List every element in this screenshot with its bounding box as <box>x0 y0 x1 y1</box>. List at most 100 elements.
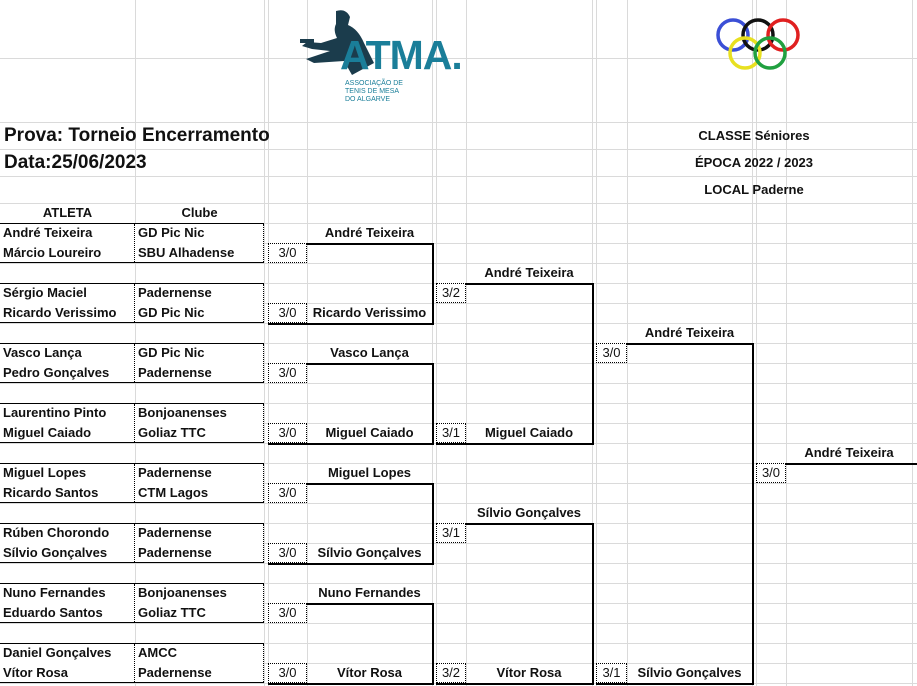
match-pair <box>0 583 264 623</box>
player-club: AMCC <box>138 645 177 660</box>
class-label: CLASSE Séniores <box>698 128 810 143</box>
match-pair <box>0 343 264 383</box>
gridline <box>756 0 757 686</box>
gridline <box>786 0 787 686</box>
gridline <box>268 0 269 686</box>
match-score[interactable]: 3/2 <box>436 283 466 303</box>
gridline <box>0 503 917 504</box>
bracket-line <box>436 443 594 445</box>
match-winner: André Teixeira <box>324 225 415 240</box>
match-score[interactable]: 3/0 <box>268 303 307 323</box>
gridline <box>0 203 917 204</box>
match-score[interactable]: 3/0 <box>268 663 307 683</box>
gridline <box>0 563 917 564</box>
match-score[interactable]: 3/0 <box>268 243 307 263</box>
match-score[interactable]: 3/1 <box>596 663 627 683</box>
bracket-line <box>268 563 434 565</box>
bracket-line <box>307 363 434 365</box>
logo-subtitle-line: DO ALGARVE <box>345 96 391 103</box>
logo-subtitle-line: ASSOCIAÇÃO DE <box>345 80 403 87</box>
player-name[interactable]: Laurentino Pinto <box>3 405 107 420</box>
match-winner: Sílvio Gonçalves <box>317 545 422 560</box>
player-club: SBU Alhadense <box>138 245 235 260</box>
match-score[interactable]: 3/0 <box>268 603 307 623</box>
olympic-rings-icon <box>716 18 800 70</box>
match-winner: Sílvio Gonçalves <box>637 665 742 680</box>
player-name[interactable]: Eduardo Santos <box>3 605 103 620</box>
location-label: LOCAL Paderne <box>704 182 804 197</box>
player-name[interactable]: Márcio Loureiro <box>3 245 102 260</box>
match-winner: Ricardo Verissimo <box>312 305 427 320</box>
player-name[interactable]: Miguel Caiado <box>3 425 92 440</box>
dotted-divider <box>263 584 264 622</box>
gridline <box>0 343 917 344</box>
dotted-divider <box>134 644 135 682</box>
player-name[interactable]: Sílvio Gonçalves <box>3 545 108 560</box>
match-pair <box>0 523 264 563</box>
bracket-line <box>432 483 434 565</box>
bracket-line <box>307 603 434 605</box>
match-pair <box>0 283 264 323</box>
dotted-divider <box>134 584 135 622</box>
champion-name: André Teixeira <box>804 445 894 460</box>
player-name[interactable]: Ricardo Santos <box>3 485 99 500</box>
player-name[interactable]: Miguel Lopes <box>3 465 87 480</box>
gridline <box>0 323 917 324</box>
dotted-divider <box>263 344 264 382</box>
match-winner: Sílvio Gonçalves <box>476 505 582 520</box>
match-winner: André Teixeira <box>644 325 735 340</box>
player-club: Bonjoanenses <box>138 585 227 600</box>
event-date: Data:25/06/2023 <box>4 152 147 173</box>
dotted-divider <box>134 404 135 442</box>
bracket-line <box>268 323 434 325</box>
player-name[interactable]: Nuno Fernandes <box>3 585 106 600</box>
match-winner: Vítor Rosa <box>496 665 562 680</box>
player-name[interactable]: Daniel Gonçalves <box>3 645 112 660</box>
player-name[interactable]: Vítor Rosa <box>3 665 69 680</box>
match-score[interactable]: 3/0 <box>268 363 307 383</box>
player-name[interactable]: Vasco Lança <box>3 345 82 360</box>
player-name[interactable]: André Teixeira <box>3 225 93 240</box>
match-pair <box>0 223 264 263</box>
bracket-line <box>432 243 434 325</box>
player-club: Padernense <box>138 285 212 300</box>
match-score[interactable]: 3/2 <box>436 663 466 683</box>
gridline <box>0 363 917 364</box>
player-name[interactable]: Ricardo Verissimo <box>3 305 117 320</box>
table-tennis-player-icon <box>300 10 374 75</box>
gridline <box>0 149 917 150</box>
dotted-divider <box>263 224 264 262</box>
gridline <box>0 223 917 224</box>
match-score[interactable]: 3/1 <box>436 523 466 543</box>
player-name[interactable]: Sérgio Maciel <box>3 285 87 300</box>
gridline <box>0 643 917 644</box>
match-winner: Vítor Rosa <box>336 665 402 680</box>
gridline <box>432 0 433 686</box>
match-score[interactable]: 3/0 <box>596 343 627 363</box>
dotted-divider <box>263 644 264 682</box>
dotted-divider <box>263 404 264 442</box>
match-score[interactable]: 3/0 <box>268 483 307 503</box>
match-score[interactable]: 3/0 <box>268 423 307 443</box>
player-name[interactable]: Rúben Chorondo <box>3 525 110 540</box>
player-name[interactable]: Pedro Gonçalves <box>3 365 110 380</box>
player-club: Goliaz TTC <box>138 605 206 620</box>
match-pair <box>0 643 264 683</box>
gridline <box>0 483 917 484</box>
match-score[interactable]: 3/0 <box>268 543 307 563</box>
logo-text: ATMA. <box>340 34 462 76</box>
player-club: Padernense <box>138 545 212 560</box>
match-winner: André Teixeira <box>484 265 574 280</box>
match-winner: Miguel Caiado <box>484 425 574 440</box>
dotted-divider <box>134 464 135 502</box>
dotted-divider <box>134 344 135 382</box>
gridline <box>0 263 917 264</box>
final-score[interactable]: 3/0 <box>756 463 786 483</box>
player-club: CTM Lagos <box>138 485 209 500</box>
bracket-line <box>432 603 434 685</box>
gridline <box>0 122 917 123</box>
match-score[interactable]: 3/1 <box>436 423 466 443</box>
bracket-line <box>596 683 754 685</box>
match-winner: Nuno Fernandes <box>318 585 421 600</box>
